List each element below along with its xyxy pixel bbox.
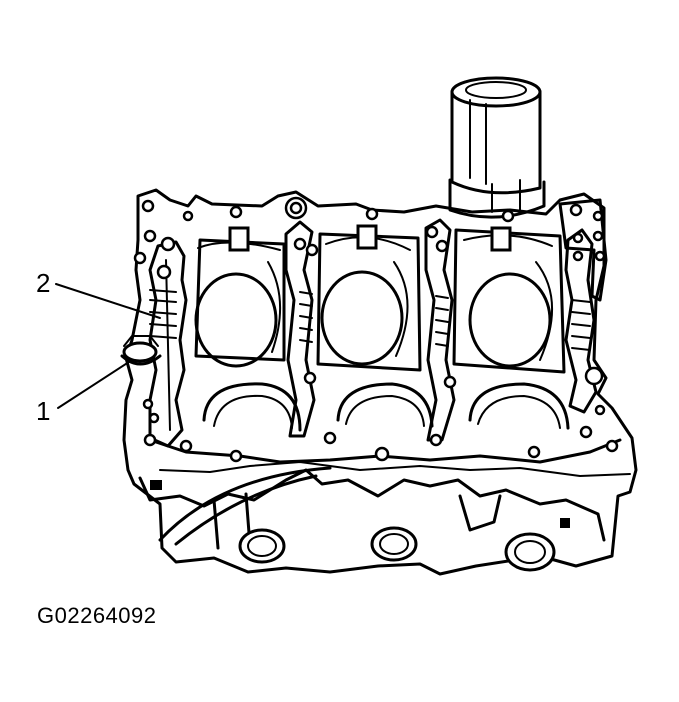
callout-1: 1 xyxy=(36,359,133,426)
cylinder-bores-lower xyxy=(202,382,570,432)
oil-filter xyxy=(448,76,546,219)
cylinder-liner-edges xyxy=(149,289,591,351)
callout-2-label: 2 xyxy=(36,268,50,298)
deck-bolt-holes xyxy=(133,196,619,463)
engine-block xyxy=(122,188,638,576)
locating-pin xyxy=(120,335,162,366)
callout-2: 2 xyxy=(36,268,161,319)
callout-1-label: 1 xyxy=(36,396,50,426)
crankcase xyxy=(138,466,606,572)
figure-id: G02264092 xyxy=(37,603,157,628)
cylinder-bores-upper xyxy=(194,224,566,374)
